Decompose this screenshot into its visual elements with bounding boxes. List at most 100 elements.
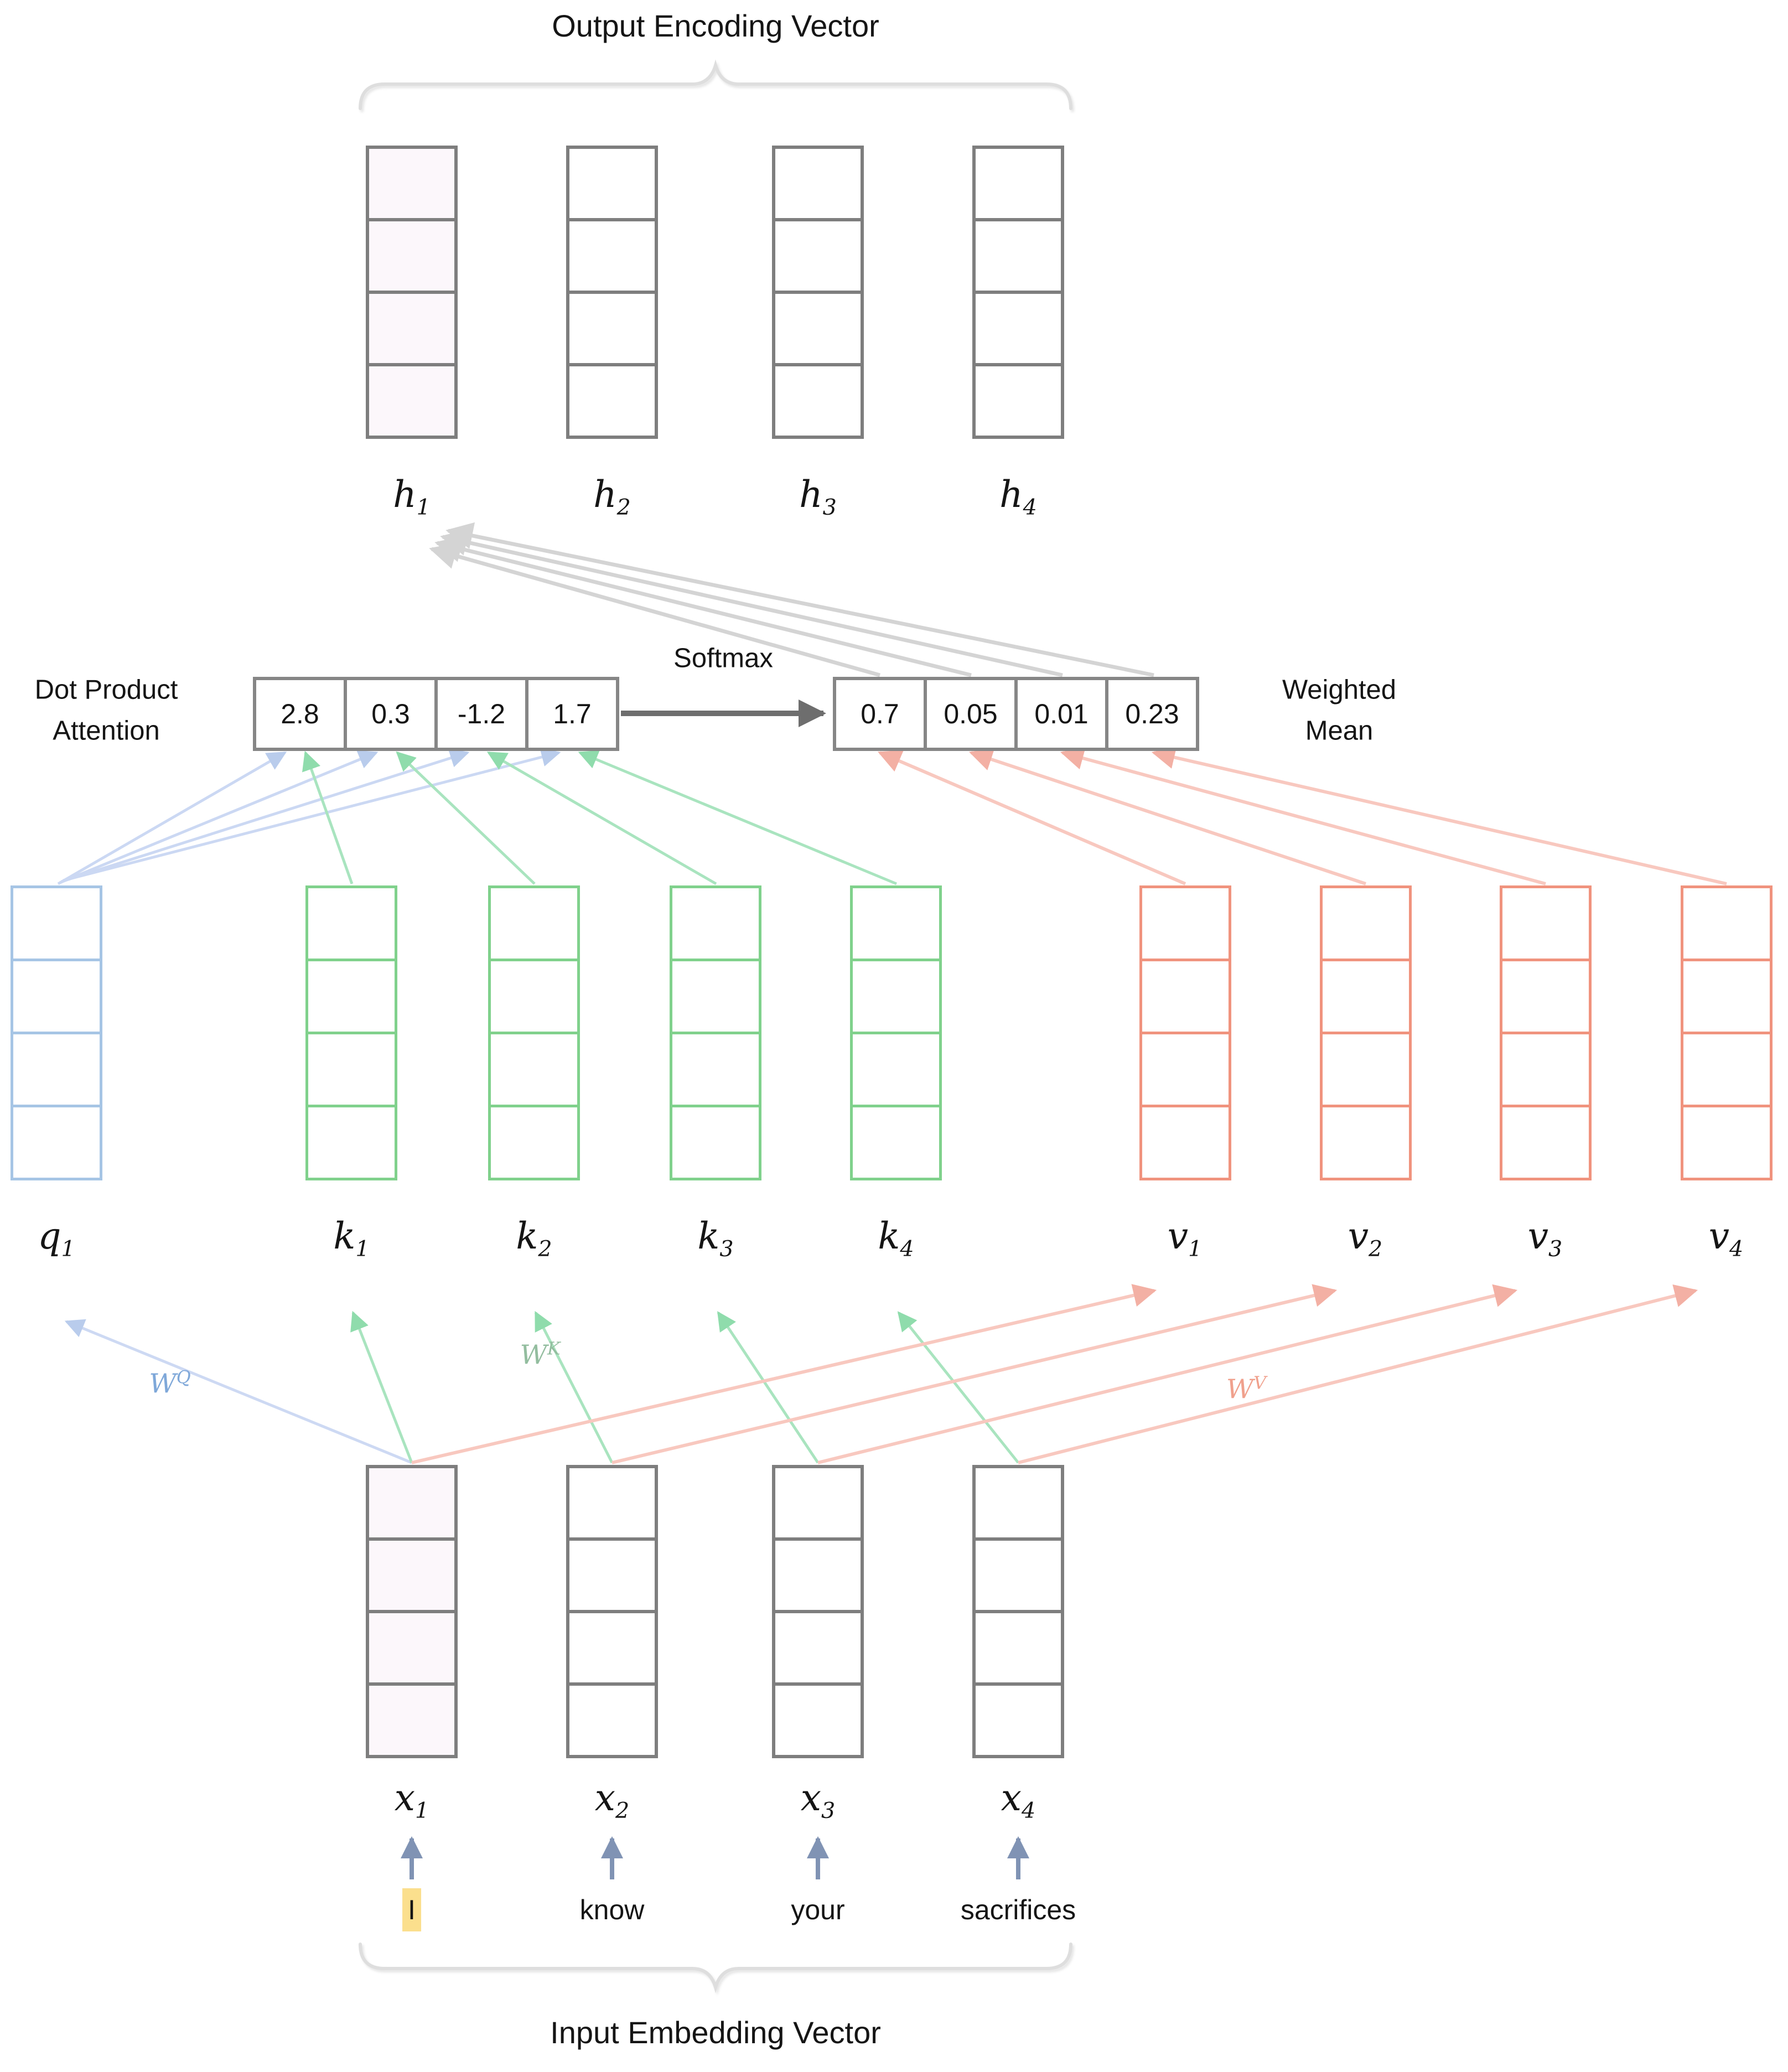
vector-cell [488,1105,580,1180]
value-mean-arrows [878,745,1727,885]
h4-label: h4 [999,473,1037,521]
vector-cell [566,146,658,221]
vector-cell [670,959,761,1034]
vector-cell [1500,1032,1592,1107]
vector-cell [670,1032,761,1107]
vector-cell [972,218,1064,294]
vector-cell [1500,885,1592,961]
score-cell-3: -1.2 [434,677,528,751]
vector-cell [1139,959,1231,1034]
vector-cell [850,1105,942,1180]
x3-vector [772,1465,864,1758]
x3-label: x3 [800,1776,836,1824]
v3-label: v3 [1527,1215,1563,1262]
vector-cell [366,146,458,221]
vector-cell [566,1465,658,1541]
score-cell-1: 2.8 [253,677,347,751]
vector-cell [1500,1105,1592,1180]
vector-cell [488,885,580,961]
weighted-mean-line2: Mean [1305,716,1374,745]
vector-cell [566,363,658,439]
k1-vector [305,885,397,1180]
x4-label: x4 [1001,1776,1036,1824]
vector-cell [772,1610,864,1686]
h4-vector [972,146,1064,439]
h3-label: h3 [799,473,837,521]
vector-cell [305,1105,397,1180]
h2-label: h2 [593,473,631,521]
vector-cell [772,1465,864,1541]
weight-cell-1: 0.7 [833,677,927,751]
score-cell-2: 0.3 [344,677,438,751]
k3-vector [670,885,761,1180]
vector-cell [366,1682,458,1758]
vector-cell [1139,1032,1231,1107]
vector-cell [1681,1032,1773,1107]
q1-label: q1 [38,1215,75,1262]
output-encoding-title: Output Encoding Vector [552,8,879,43]
vector-cell [1139,1105,1231,1180]
vector-cell [366,218,458,294]
k1-label: k1 [333,1215,370,1262]
k4-label: k4 [878,1215,914,1262]
dot-product-line1: Dot Product [34,675,178,705]
v2-vector [1320,885,1412,1180]
vector-cell [1139,885,1231,961]
vector-cell [305,1032,397,1107]
word-know: know [579,1894,645,1925]
vector-cell [772,1682,864,1758]
weight-cell-3: 0.01 [1014,677,1108,751]
vector-cell [972,1465,1064,1541]
h1-label: h1 [393,473,431,521]
vector-cell [850,885,942,961]
weighted-mean-line1: Weighted [1282,675,1397,705]
query-score-arrows [57,747,561,885]
vector-cell [566,1610,658,1686]
vector-cell [11,1032,102,1107]
x2-vector [566,1465,658,1758]
vector-cell [366,1610,458,1686]
vector-cell [11,1105,102,1180]
vector-cell [850,959,942,1034]
vector-cell [11,885,102,961]
v2-label: v2 [1348,1215,1383,1262]
mean-output-arrows [429,522,1154,677]
weight-cell-2: 0.05 [924,677,1018,751]
vector-cell [566,291,658,366]
vector-cell [1500,959,1592,1034]
word-arrows [401,1836,1029,1879]
vector-cell [1681,959,1773,1034]
wk-label: WK [520,1339,561,1371]
vector-cell [1681,1105,1773,1180]
vector-cell [305,885,397,961]
v1-label: v1 [1167,1215,1203,1262]
vector-cell [972,146,1064,221]
vector-cell [772,146,864,221]
vector-cell [972,363,1064,439]
wq-arrow [64,1319,412,1464]
vector-cell [366,291,458,366]
attention-score-row: 2.8 0.3 -1.2 1.7 [253,677,619,751]
word-i: I [402,1888,421,1931]
softmax-weight-row: 0.7 0.05 0.01 0.23 [833,677,1199,751]
v1-vector [1139,885,1231,1180]
v4-vector [1681,885,1773,1180]
vector-cell [972,1610,1064,1686]
vector-cell [1320,885,1412,961]
wq-label: WQ [149,1367,191,1400]
v3-vector [1500,885,1592,1180]
q1-vector [11,885,102,1180]
x2-label: x2 [594,1776,630,1824]
vector-cell [772,1537,864,1613]
vector-cell [366,363,458,439]
vector-cell [772,218,864,294]
vector-cell [772,363,864,439]
vector-cell [566,218,658,294]
score-cell-4: 1.7 [525,677,619,751]
k2-label: k2 [516,1215,552,1262]
vector-cell [670,1105,761,1180]
wk-arrows [350,1310,1019,1464]
key-score-arrows [302,750,897,885]
wv-arrows [411,1284,1698,1464]
